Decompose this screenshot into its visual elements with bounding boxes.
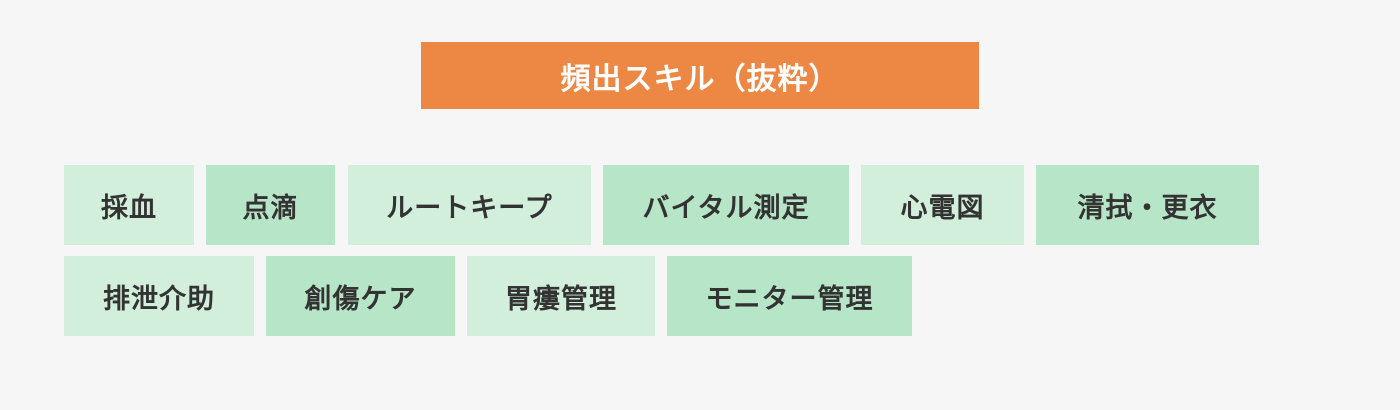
skill-tag: 心電図 (861, 165, 1024, 245)
skill-tag: モニター管理 (667, 256, 912, 336)
skill-tag: ルートキープ (348, 165, 591, 245)
skill-tag: 採血 (64, 165, 194, 245)
skill-tag: 創傷ケア (266, 256, 455, 336)
skill-tag: 排泄介助 (64, 256, 254, 336)
section-title: 頻出スキル（抜粋） (421, 42, 979, 109)
skill-tag: 清拭・更衣 (1036, 165, 1259, 245)
skill-tag: 胃瘻管理 (467, 256, 655, 336)
skill-tag: バイタル測定 (603, 165, 849, 245)
skill-tag: 点滴 (206, 165, 335, 245)
